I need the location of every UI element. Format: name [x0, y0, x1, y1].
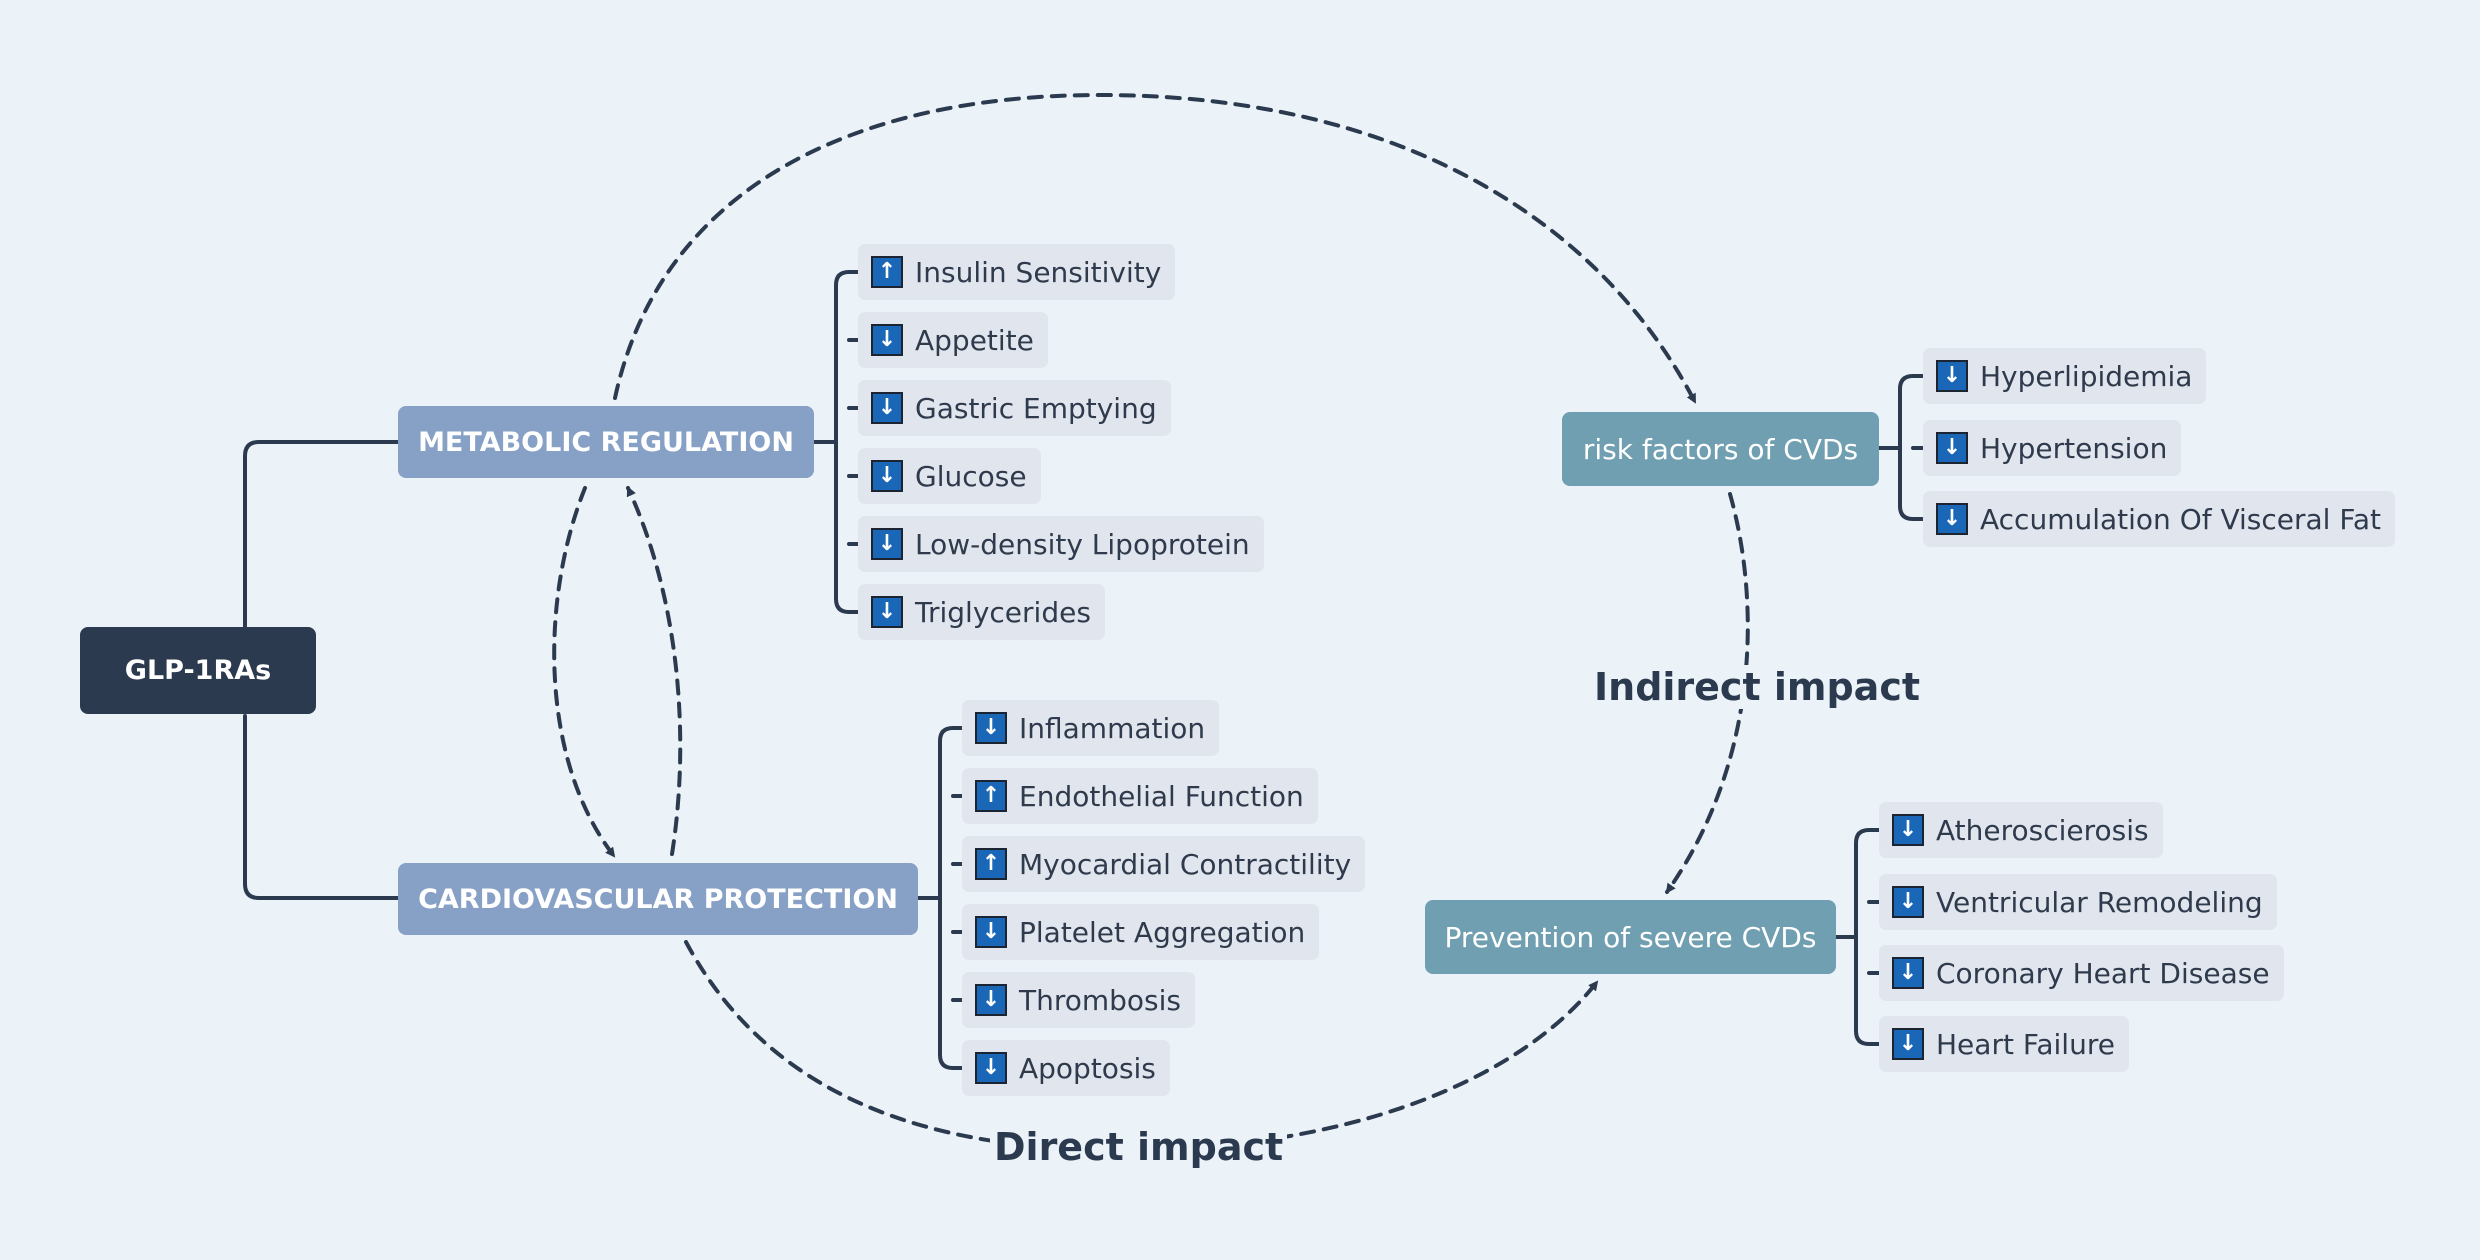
risk-item-visceral-fat[interactable]: ↓ Accumulation Of Visceral Fat: [1923, 491, 2396, 547]
cardiovascular-protection-node[interactable]: CARDIOVASCULAR PROTECTION: [398, 863, 918, 935]
cardio-to-metabolic-arrow: [626, 486, 683, 856]
prevention-label: Prevention of severe CVDs: [1444, 920, 1817, 954]
increase-arrow-icon: ↑: [975, 848, 1007, 880]
leaf-label: Insulin Sensitivity: [915, 255, 1162, 289]
risk-factors-node[interactable]: risk factors of CVDs: [1562, 412, 1879, 486]
increase-arrow-icon: ↑: [975, 780, 1007, 812]
prevention-item-heart-failure[interactable]: ↓ Heart Failure: [1879, 1016, 2129, 1072]
decrease-arrow-icon: ↓: [1892, 957, 1924, 989]
decrease-arrow-icon: ↓: [975, 1052, 1007, 1084]
prevention-item-atherosclerosis[interactable]: ↓ Atheroscierosis: [1879, 802, 2163, 858]
decrease-arrow-icon: ↓: [871, 460, 903, 492]
leaf-label: Apoptosis: [1019, 1051, 1156, 1085]
root-node[interactable]: GLP-1RAs: [80, 627, 316, 714]
leaf-label: Glucose: [915, 459, 1027, 493]
metabolic-bracket: [812, 270, 860, 614]
leaf-label: Platelet Aggregation: [1019, 915, 1306, 949]
decrease-arrow-icon: ↓: [871, 324, 903, 356]
indirect-impact-label: Indirect impact: [1590, 665, 1925, 709]
leaf-label: Gastric Emptying: [915, 391, 1157, 425]
direct-impact-label: Direct impact: [990, 1125, 1288, 1169]
decrease-arrow-icon: ↓: [1892, 886, 1924, 918]
metabolic-to-cardio-arrow: [552, 486, 616, 858]
decrease-arrow-icon: ↓: [975, 984, 1007, 1016]
metabolic-item-triglycerides[interactable]: ↓ Triglycerides: [858, 584, 1105, 640]
decrease-arrow-icon: ↓: [975, 712, 1007, 744]
metabolic-regulation-label: METABOLIC REGULATION: [418, 426, 794, 458]
decrease-arrow-icon: ↓: [1936, 503, 1968, 535]
leaf-label: Coronary Heart Disease: [1936, 956, 2270, 990]
cardio-bracket: [916, 726, 964, 1070]
leaf-label: Accumulation Of Visceral Fat: [1980, 502, 2382, 536]
metabolic-item-insulin-sensitivity[interactable]: ↑ Insulin Sensitivity: [858, 244, 1176, 300]
metabolic-item-gastric-emptying[interactable]: ↓ Gastric Emptying: [858, 380, 1171, 436]
leaf-label: Hypertension: [1980, 431, 2168, 465]
decrease-arrow-icon: ↓: [1892, 1028, 1924, 1060]
cardio-item-inflammation[interactable]: ↓ Inflammation: [962, 700, 1220, 756]
risk-bracket: [1877, 374, 1925, 521]
decrease-arrow-icon: ↓: [1892, 814, 1924, 846]
cardio-item-platelet-aggregation[interactable]: ↓ Platelet Aggregation: [962, 904, 1320, 960]
risk-factors-label: risk factors of CVDs: [1582, 432, 1859, 466]
root-to-metabolic-connector: [243, 440, 400, 672]
prevention-node[interactable]: Prevention of severe CVDs: [1425, 900, 1836, 974]
decrease-arrow-icon: ↓: [975, 916, 1007, 948]
decrease-arrow-icon: ↓: [871, 392, 903, 424]
root-to-cardio-connector: [243, 714, 400, 900]
decrease-arrow-icon: ↓: [1936, 432, 1968, 464]
prevention-item-coronary-heart-disease[interactable]: ↓ Coronary Heart Disease: [1879, 945, 2284, 1001]
cardio-item-myocardial-contractility[interactable]: ↑ Myocardial Contractility: [962, 836, 1366, 892]
metabolic-to-risk-arrow: [613, 92, 1697, 404]
increase-arrow-icon: ↑: [871, 256, 903, 288]
leaf-label: Inflammation: [1019, 711, 1206, 745]
cardio-item-apoptosis[interactable]: ↓ Apoptosis: [962, 1040, 1170, 1096]
prevention-item-ventricular-remodeling[interactable]: ↓ Ventricular Remodeling: [1879, 874, 2277, 930]
metabolic-item-appetite[interactable]: ↓ Appetite: [858, 312, 1048, 368]
leaf-label: Thrombosis: [1019, 983, 1182, 1017]
prevention-bracket: [1834, 828, 1881, 1046]
leaf-label: Low-density Lipoprotein: [915, 527, 1250, 561]
risk-item-hypertension[interactable]: ↓ Hypertension: [1923, 420, 2182, 476]
decrease-arrow-icon: ↓: [871, 528, 903, 560]
cardio-item-thrombosis[interactable]: ↓ Thrombosis: [962, 972, 1196, 1028]
leaf-label: Heart Failure: [1936, 1027, 2115, 1061]
metabolic-item-ldl[interactable]: ↓ Low-density Lipoprotein: [858, 516, 1264, 572]
leaf-label: Ventricular Remodeling: [1936, 885, 2263, 919]
risk-item-hyperlipidemia[interactable]: ↓ Hyperlipidemia: [1923, 348, 2207, 404]
decrease-arrow-icon: ↓: [1936, 360, 1968, 392]
metabolic-regulation-node[interactable]: METABOLIC REGULATION: [398, 406, 814, 478]
leaf-label: Atheroscierosis: [1936, 813, 2149, 847]
leaf-label: Appetite: [915, 323, 1034, 357]
cardio-item-endothelial-function[interactable]: ↑ Endothelial Function: [962, 768, 1318, 824]
leaf-label: Endothelial Function: [1019, 779, 1304, 813]
leaf-label: Hyperlipidemia: [1980, 359, 2193, 393]
leaf-label: Triglycerides: [915, 595, 1091, 629]
metabolic-item-glucose[interactable]: ↓ Glucose: [858, 448, 1041, 504]
decrease-arrow-icon: ↓: [871, 596, 903, 628]
leaf-label: Myocardial Contractility: [1019, 847, 1352, 881]
cardiovascular-protection-label: CARDIOVASCULAR PROTECTION: [418, 883, 898, 915]
root-label: GLP-1RAs: [124, 655, 272, 686]
